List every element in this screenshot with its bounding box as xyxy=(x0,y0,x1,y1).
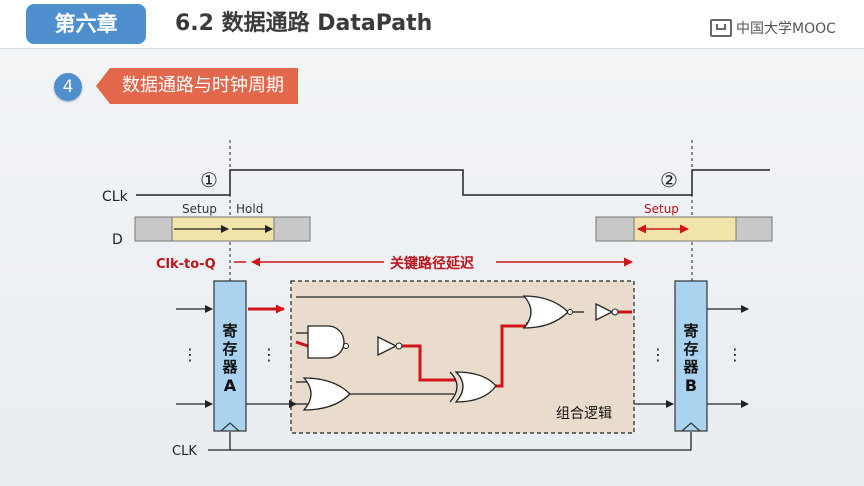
mooc-logo-text: 中国大学MOOC xyxy=(736,21,836,37)
or-gate-left xyxy=(302,377,351,411)
setup-label-1: Setup xyxy=(182,202,217,216)
or-gate-right-dot xyxy=(567,309,573,315)
clk-top-label: CLk xyxy=(102,189,129,205)
section-title: 数据通路与时钟周期 xyxy=(96,68,298,104)
xor-gate xyxy=(454,371,497,403)
clk-to-q-label: Clk-to-Q xyxy=(156,257,216,272)
d-invalid-2 xyxy=(273,216,311,242)
register-b-char-3: 器 xyxy=(682,358,699,376)
clk-bottom-label: CLK xyxy=(172,444,197,459)
and-gate-out-dot xyxy=(343,343,349,349)
or-gate-right xyxy=(522,295,569,329)
comb-logic-label: 组合逻辑 xyxy=(556,406,612,422)
not-gate-1-bubble xyxy=(395,342,403,350)
reg-b-output-dots: ⋮ xyxy=(727,345,743,364)
mooc-logo-icon xyxy=(710,19,732,37)
not-gate-1 xyxy=(377,335,398,357)
chapter-badge: 第六章 xyxy=(26,4,146,44)
d-label: D xyxy=(112,232,123,248)
header-bar: 第六章 6.2 数据通路 DataPath 中国大学MOOC xyxy=(0,0,864,49)
xor-gate-extra-arc xyxy=(449,371,458,403)
critical-path-to-xor xyxy=(400,344,456,382)
d-invalid-3 xyxy=(595,216,635,242)
register-a xyxy=(213,280,247,432)
reg-a-input-dots: ⋮ xyxy=(182,345,198,364)
register-b-clock-triangle xyxy=(681,422,701,432)
reg-b-input-dots: ⋮ xyxy=(650,345,666,364)
reg-a-output-dots: ⋮ xyxy=(261,345,277,364)
section-number: 4 xyxy=(54,73,82,101)
d-invalid-4 xyxy=(735,216,773,242)
and-gate xyxy=(307,325,345,359)
register-a-char-2: 存 xyxy=(222,340,237,358)
marker-2: ② xyxy=(660,168,678,192)
register-b-char-2: 存 xyxy=(683,340,698,358)
hold-label-1: Hold xyxy=(236,202,263,216)
marker-1: ① xyxy=(200,168,218,192)
page-title: 6.2 数据通路 DataPath xyxy=(175,11,433,36)
critical-path-to-or-right xyxy=(494,324,526,388)
clk-wire-to-b xyxy=(230,432,692,451)
register-a-char-3: 器 xyxy=(221,358,238,376)
register-b-char-4: B xyxy=(685,376,697,395)
mooc-logo: 中国大学MOOC xyxy=(710,18,836,38)
setup-label-2: Setup xyxy=(644,202,679,216)
clk-wire-to-a xyxy=(208,432,231,451)
not-gate-2 xyxy=(595,302,614,322)
not-gate-2-bubble xyxy=(611,308,619,316)
register-b xyxy=(674,280,708,432)
comb-logic-box xyxy=(290,280,635,434)
register-a-char-4: A xyxy=(224,376,237,395)
register-b-char-1: 寄 xyxy=(683,322,698,340)
critical-path-label: 关键路径延迟 xyxy=(390,255,474,272)
register-a-char-1: 寄 xyxy=(222,322,237,340)
d-invalid-1 xyxy=(134,216,173,242)
register-a-clock-triangle xyxy=(220,422,240,432)
